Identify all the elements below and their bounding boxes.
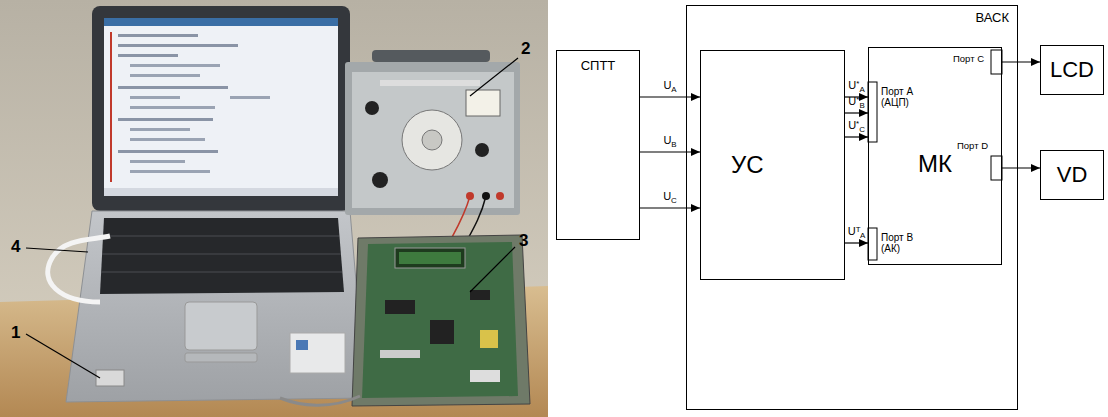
usb-cable bbox=[48, 236, 110, 302]
signal-arrow bbox=[640, 207, 700, 208]
callout-number: 3 bbox=[519, 232, 528, 251]
process-box: УС bbox=[700, 50, 845, 280]
signal-arrow bbox=[845, 136, 868, 137]
port-bracket bbox=[868, 82, 877, 142]
signal-generator bbox=[345, 50, 520, 215]
node-label: СПТТ bbox=[581, 59, 616, 73]
source-box: СПТТ bbox=[556, 50, 640, 240]
signal-name: U*A bbox=[848, 79, 864, 92]
port-name: Порт В (АК) bbox=[881, 232, 927, 254]
callout-number: 4 bbox=[11, 238, 20, 257]
port-name: Порт С bbox=[953, 54, 984, 64]
controller-board bbox=[352, 235, 530, 406]
output-box: LCD bbox=[1040, 45, 1104, 95]
node-label: LCD bbox=[1050, 58, 1094, 82]
signal-arrow bbox=[640, 96, 700, 97]
signal-name: UC bbox=[663, 190, 677, 203]
callout-number: 1 bbox=[11, 324, 20, 343]
signal-name: UB bbox=[663, 134, 676, 147]
cable bbox=[280, 396, 360, 405]
node-label: ВАСК bbox=[975, 11, 1009, 25]
signal-arrow bbox=[845, 242, 868, 243]
node-label: МК bbox=[918, 151, 952, 177]
port-bracket bbox=[991, 50, 1002, 74]
port-name: Порт D bbox=[957, 141, 988, 151]
node-label: УС bbox=[731, 152, 764, 178]
signal-arrow bbox=[640, 151, 700, 152]
signal-name: U*C bbox=[848, 119, 865, 132]
system-frame: ВАСК УС МК bbox=[686, 5, 1018, 410]
lab-setup-photo bbox=[0, 0, 548, 417]
callout-number: 2 bbox=[521, 40, 530, 59]
port-bracket bbox=[991, 156, 1002, 180]
leader-lines bbox=[26, 58, 518, 378]
signal-name: UA bbox=[663, 79, 676, 92]
signal-arrow bbox=[845, 112, 868, 113]
signal-arrow bbox=[1002, 167, 1040, 168]
port-name: Порт А (АЦП) bbox=[881, 86, 927, 108]
laptop bbox=[66, 6, 366, 402]
output-box: VD bbox=[1040, 150, 1104, 200]
signal-name: U*B bbox=[848, 95, 864, 108]
node-label: VD bbox=[1057, 163, 1088, 187]
wall bbox=[0, 0, 548, 417]
signal-arrow bbox=[1002, 61, 1040, 62]
signal-name: UTA bbox=[848, 225, 865, 238]
port-bracket bbox=[868, 228, 877, 260]
